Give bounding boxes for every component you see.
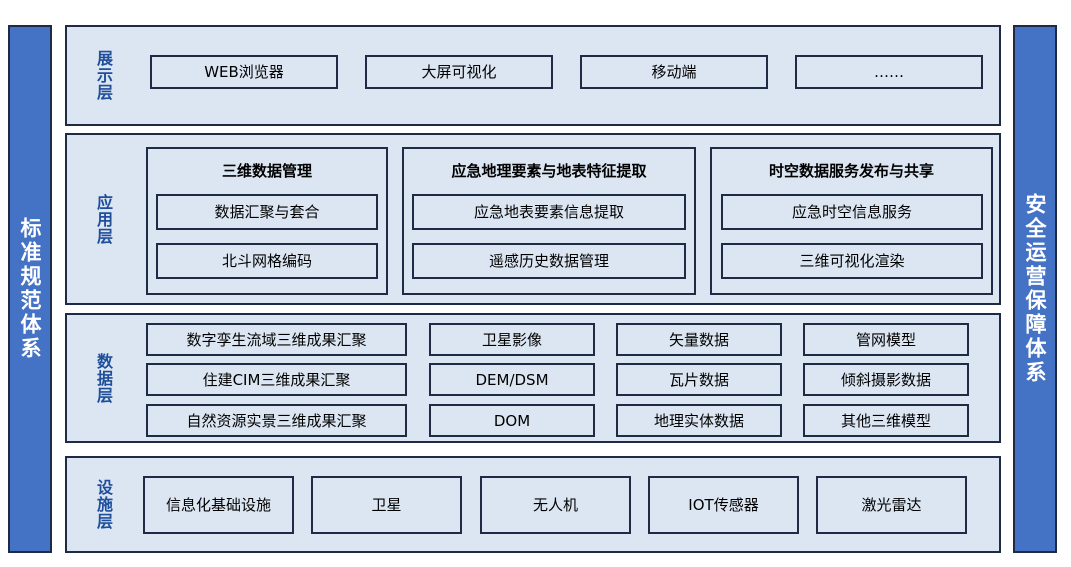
infra-item-drone: 无人机 <box>480 476 631 534</box>
infra-item-lidar: 激光雷达 <box>816 476 967 534</box>
infrastructure-layer-label: 设施层 <box>94 479 113 530</box>
app-item-spatial-info-service: 应急时空信息服务 <box>721 194 983 230</box>
infra-item-iot-sensor: IOT传感器 <box>648 476 799 534</box>
data-item: 数字孪生流域三维成果汇聚 <box>146 323 407 356</box>
display-item-web: WEB浏览器 <box>150 55 338 89</box>
display-item-mobile: 移动端 <box>580 55 768 89</box>
data-item: 管网模型 <box>803 323 969 356</box>
infra-item-satellite: 卫星 <box>311 476 462 534</box>
data-item: 其他三维模型 <box>803 404 969 437</box>
data-item: 瓦片数据 <box>616 363 782 396</box>
data-item: DEM/DSM <box>429 363 595 396</box>
data-item: DOM <box>429 404 595 437</box>
app-group-title: 时空数据服务发布与共享 <box>768 162 934 180</box>
data-item: 矢量数据 <box>616 323 782 356</box>
application-layer-label: 应用层 <box>94 193 113 245</box>
infra-item-it-infrastructure: 信息化基础设施 <box>143 476 294 534</box>
app-item-beidou-grid: 北斗网格编码 <box>156 243 378 279</box>
app-group-title: 三维数据管理 <box>221 162 312 180</box>
data-item: 自然资源实景三维成果汇聚 <box>146 404 407 437</box>
data-item: 倾斜摄影数据 <box>803 363 969 396</box>
right-pillar-label: 安全运营保障体系 <box>1023 193 1047 385</box>
left-pillar-label: 标准规范体系 <box>18 217 42 361</box>
data-item: 卫星影像 <box>429 323 595 356</box>
app-item-data-merge: 数据汇聚与套合 <box>156 194 378 230</box>
app-item-3d-render: 三维可视化渲染 <box>721 243 983 279</box>
app-item-rs-history: 遥感历史数据管理 <box>412 243 686 279</box>
left-pillar: 标准规范体系 <box>8 25 52 553</box>
display-layer-label: 展示层 <box>94 50 113 101</box>
data-item: 住建CIM三维成果汇聚 <box>146 363 407 396</box>
right-pillar: 安全运营保障体系 <box>1013 25 1057 553</box>
app-group-title: 应急地理要素与地表特征提取 <box>451 162 647 180</box>
display-item-more: …… <box>795 55 983 89</box>
data-item: 地理实体数据 <box>616 404 782 437</box>
display-item-bigscreen: 大屏可视化 <box>365 55 553 89</box>
data-layer-label: 数据层 <box>94 352 113 404</box>
app-item-surface-extraction: 应急地表要素信息提取 <box>412 194 686 230</box>
